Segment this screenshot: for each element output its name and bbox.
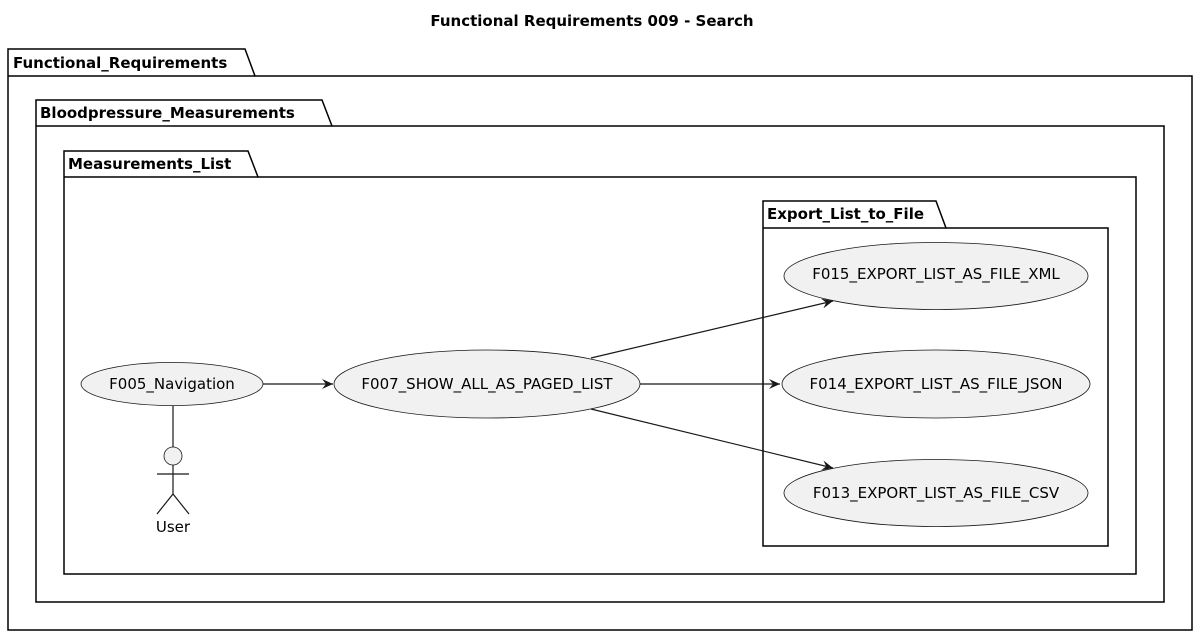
usecase-f013-ellipse [783, 459, 1089, 527]
edge-f007-f015 [590, 298, 834, 359]
usecase-f005-label: F005_Navigation [109, 375, 235, 394]
usecase-f014-label: F014_EXPORT_LIST_AS_FILE_JSON [810, 375, 1063, 394]
usecase-f014-ellipse [781, 349, 1091, 419]
package-bloodpressure-measurements-label: Bloodpressure_Measurements [40, 104, 295, 122]
usecase-f005-ellipse [80, 362, 264, 406]
actor-user-label: User [156, 518, 191, 536]
usecase-f013-label: F013_EXPORT_LIST_AS_FILE_CSV [813, 484, 1060, 503]
usecase-f007-ellipse [333, 349, 641, 419]
usecase-f014[interactable]: F014_EXPORT_LIST_AS_FILE_JSON [781, 349, 1091, 419]
usecase-f007-label: F007_SHOW_ALL_AS_PAGED_LIST [361, 375, 613, 394]
usecase-f015-label: F015_EXPORT_LIST_AS_FILE_XML [812, 265, 1060, 284]
actor-user[interactable]: User [156, 446, 191, 536]
usecase-f007[interactable]: F007_SHOW_ALL_AS_PAGED_LIST [333, 349, 641, 419]
actor-user-icon [156, 446, 190, 515]
diagram-title: Functional Requirements 009 - Search [430, 12, 753, 30]
usecase-f013[interactable]: F013_EXPORT_LIST_AS_FILE_CSV [783, 459, 1089, 527]
package-functional-requirements-label: Functional_Requirements [13, 54, 227, 72]
usecase-f015[interactable]: F015_EXPORT_LIST_AS_FILE_XML [783, 242, 1089, 310]
package-measurements-list-label: Measurements_List [68, 155, 231, 173]
edge-f007-f013 [590, 408, 834, 471]
usecase-f005[interactable]: F005_Navigation [80, 362, 264, 406]
usecase-f015-ellipse [783, 242, 1089, 310]
edges [172, 298, 834, 471]
package-export-list-to-file-label: Export_List_to_File [767, 205, 924, 223]
